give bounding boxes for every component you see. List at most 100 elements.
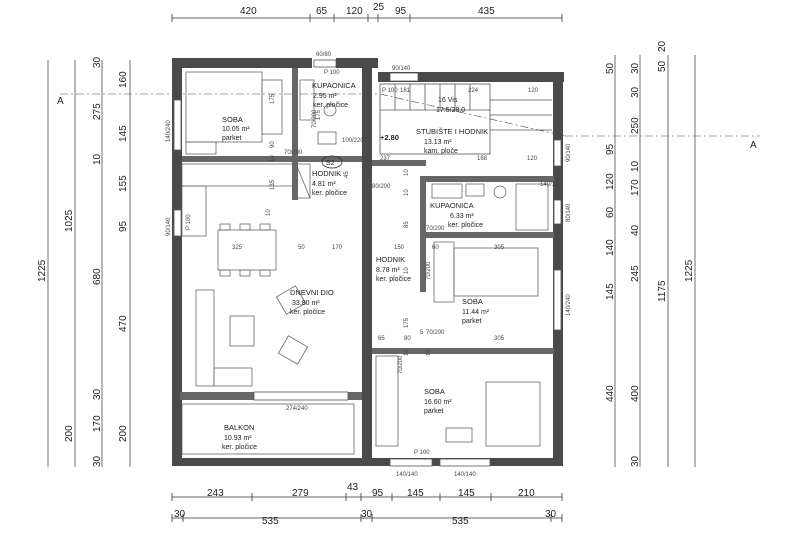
inner-dim: 175 [404, 317, 410, 328]
room-area: 33.80 m² [292, 300, 320, 307]
room-kupaonica-1: KUPAONICA 2.95 m² ker. pločice [312, 81, 356, 109]
room-area: 16.60 m² [424, 399, 452, 406]
opening-label: 140/140 [454, 472, 476, 478]
opening-label: P 100 [414, 450, 430, 456]
room-area: 6.33 m² [450, 213, 474, 220]
level-mark: +2.80 [380, 133, 399, 142]
dim-bot2-1: 30 [174, 509, 186, 520]
dim-right-7: 60 [605, 206, 616, 218]
room-name: KUPAONICA [430, 201, 474, 210]
inner-dim: 10 [404, 267, 410, 274]
dim-right-10: 440 [605, 385, 616, 402]
inner-dim: 80 [404, 336, 411, 342]
opening-label: 140/240 [566, 294, 572, 316]
dim-right-4: 95 [605, 143, 616, 155]
dim-top-6: 435 [478, 6, 495, 17]
window-openings [173, 59, 562, 467]
room-soba-3: SOBA 16.60 m² parket [424, 387, 452, 415]
room-name: KUPAONICA [312, 81, 356, 90]
opening-label: 90/140 [566, 143, 572, 162]
inner-dim: 70/200 [426, 226, 445, 232]
dim-left-11: 30 [92, 455, 103, 467]
section-tag: S2 [326, 160, 335, 167]
dim-left-2: 160 [118, 71, 129, 88]
inner-dim: 237 [380, 156, 391, 162]
dim-right-1: 50 [605, 62, 616, 74]
room-name: BALKON [224, 423, 254, 432]
dimension-left: 30 160 275 145 10 155 95 470 30 170 30 1… [37, 56, 131, 467]
room-hodnik-1: S2 HODNIK 4.81 m² ker. pločice [312, 155, 347, 197]
inner-dim: 120 [527, 156, 538, 162]
inner-dimensions: 181 224 120 237 168 120 175 90 135 10 45… [232, 88, 539, 374]
dim-right-3: 250 [630, 117, 641, 134]
dim-bot2-4: 535 [452, 516, 469, 527]
inner-dim: 170 [332, 245, 343, 251]
dim-bot2-2: 535 [262, 516, 279, 527]
opening-label: P 100 [382, 88, 398, 94]
room-balkon: BALKON 10.93 m² ker. pločice [222, 423, 257, 451]
room-area: 8.78 m² [376, 267, 400, 274]
opening-label: 140/140 [540, 182, 562, 188]
opening-label: P 100 [186, 214, 192, 230]
furniture [181, 71, 552, 455]
room-area: 4.81 m² [312, 181, 336, 188]
dim-left2-1: 1025 [64, 209, 75, 232]
inner-dim: 175 [316, 109, 322, 120]
section-mark-left: A [57, 96, 64, 107]
opening-label: 60/80 [316, 52, 332, 58]
room-dnevni: DNEVNI DIO 33.80 m² ker. pločice [290, 288, 334, 316]
inner-dim: 90 [270, 141, 276, 148]
stair-steps: 16 Vis [438, 97, 458, 104]
inner-dim: 45 [344, 171, 350, 178]
room-area: 13.13 m² [424, 139, 452, 146]
dim-top-2: 65 [316, 6, 328, 17]
dim-top-5: 95 [395, 6, 407, 17]
section-line: A A [57, 93, 760, 151]
dim-right-9: 145 [605, 283, 616, 300]
room-name: HODNIK [376, 255, 405, 264]
inner-dim: 50 [298, 245, 305, 251]
inner-dim: 85 [404, 221, 410, 228]
inner-dim: 120 [528, 88, 539, 94]
dim-right2-2: 170 [630, 179, 641, 196]
dim-right3-4: 1225 [684, 259, 695, 282]
dim-left2-2: 680 [92, 268, 103, 285]
room-labels: SOBA 10.05 m² parket KUPAONICA 2.95 m² k… [222, 81, 490, 451]
opening-label: 80/140 [566, 203, 572, 222]
inner-dim: 70/200 [398, 355, 404, 374]
stair-ratio: 17.5/28.0 [436, 107, 465, 114]
inner-dim: 10 [404, 349, 410, 356]
dim-bot-6: 145 [458, 488, 475, 499]
dimension-top: 420 65 120 25 95 435 [171, 2, 563, 22]
dim-left-5: 10 [92, 153, 103, 165]
inner-dim: 325 [232, 245, 243, 251]
dim-right-2: 30 [630, 62, 641, 74]
dim-bot-7: 210 [518, 488, 535, 499]
room-floor: ker. pločice [222, 444, 257, 451]
dim-top-4: 25 [373, 2, 385, 13]
opening-label: P 100 [324, 70, 340, 76]
opening-label: 274/240 [286, 406, 308, 412]
dim-right2-1: 30 [630, 86, 641, 98]
inner-dim: 70/200 [426, 330, 445, 336]
inner-dim: 80/200 [372, 184, 391, 190]
room-area: 10.05 m² [222, 126, 250, 133]
inner-dim: 168 [477, 156, 488, 162]
room-soba-1: SOBA 10.05 m² parket [222, 115, 250, 142]
dim-top-1: 420 [240, 6, 257, 17]
opening-label: 140/240 [166, 120, 172, 142]
inner-dim: 135 [270, 179, 276, 190]
room-name: HODNIK [312, 169, 341, 178]
dim-bot-1: 243 [207, 488, 224, 499]
inner-dim: 5 [420, 330, 424, 336]
room-area: 2.95 m² [313, 93, 337, 100]
dim-right2-4: 245 [630, 265, 641, 282]
inner-dim: 65 [378, 336, 385, 342]
inner-dim: 60 [432, 245, 439, 251]
inner-dim: 10 [404, 189, 410, 196]
dimension-right: 50 30 250 95 10 120 60 140 145 440 30 30… [605, 40, 696, 467]
dim-right-11: 30 [630, 455, 641, 467]
inner-dim: 10 [426, 349, 432, 356]
dim-bot2-3: 30 [361, 509, 373, 520]
